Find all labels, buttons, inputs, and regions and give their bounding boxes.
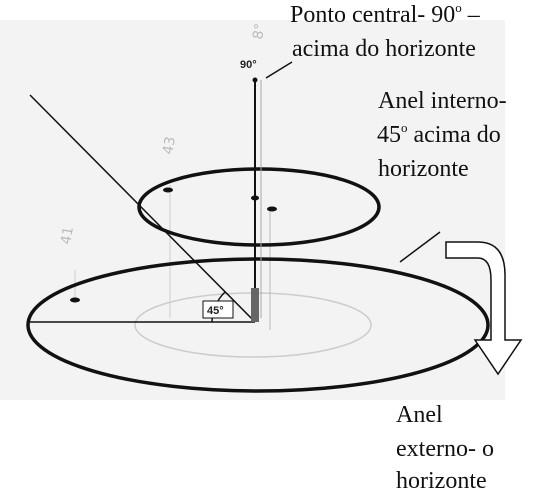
faint-mark-top: 8°	[250, 22, 269, 40]
elevation-line	[29, 94, 256, 323]
background-panel	[0, 20, 505, 400]
inner-mark-left	[163, 187, 173, 193]
outer-ring-label-line1: Anel	[396, 402, 443, 428]
zenith-point	[252, 77, 258, 83]
outer-ring-label-line2: externo- o	[396, 436, 494, 462]
center-point-label-line1: Ponto central- 90o –	[290, 0, 480, 30]
inner-ring-label-line1: Anel interno-	[378, 88, 507, 114]
center-dash: –	[461, 2, 480, 28]
inner-ring-label-line3: horizonte	[378, 156, 469, 182]
zenith-angle-label: 90°	[240, 59, 257, 71]
outer-ring-tick	[399, 231, 441, 263]
axis-base	[251, 288, 259, 322]
elevation-angle-label: 45°	[207, 305, 224, 317]
outer-ring-label-line3: horizonte	[396, 468, 487, 494]
outer-mark-left	[70, 297, 80, 303]
center-point-label-line2: acima do horizonte	[292, 36, 476, 62]
inner-ring	[137, 167, 381, 247]
inner-degree-sup: o	[401, 120, 408, 135]
inner-mark-center	[251, 195, 259, 201]
center-label-text: Ponto central- 90	[290, 2, 456, 28]
center-label-leader	[265, 61, 293, 79]
inner-degree-number: 45	[377, 122, 401, 148]
faint-mark-left: 41	[58, 225, 77, 245]
rotation-arrow	[445, 241, 523, 376]
elevation-angle-box	[202, 300, 234, 319]
outer-ring	[26, 257, 490, 393]
faint-mark-middle: 43	[160, 135, 179, 155]
center-degree-sup: o	[455, 0, 462, 15]
inner-ring-label-line2: 45o acima do	[377, 120, 501, 150]
inner-mark-right	[267, 206, 277, 212]
inner-label-rest: acima do	[407, 122, 501, 148]
